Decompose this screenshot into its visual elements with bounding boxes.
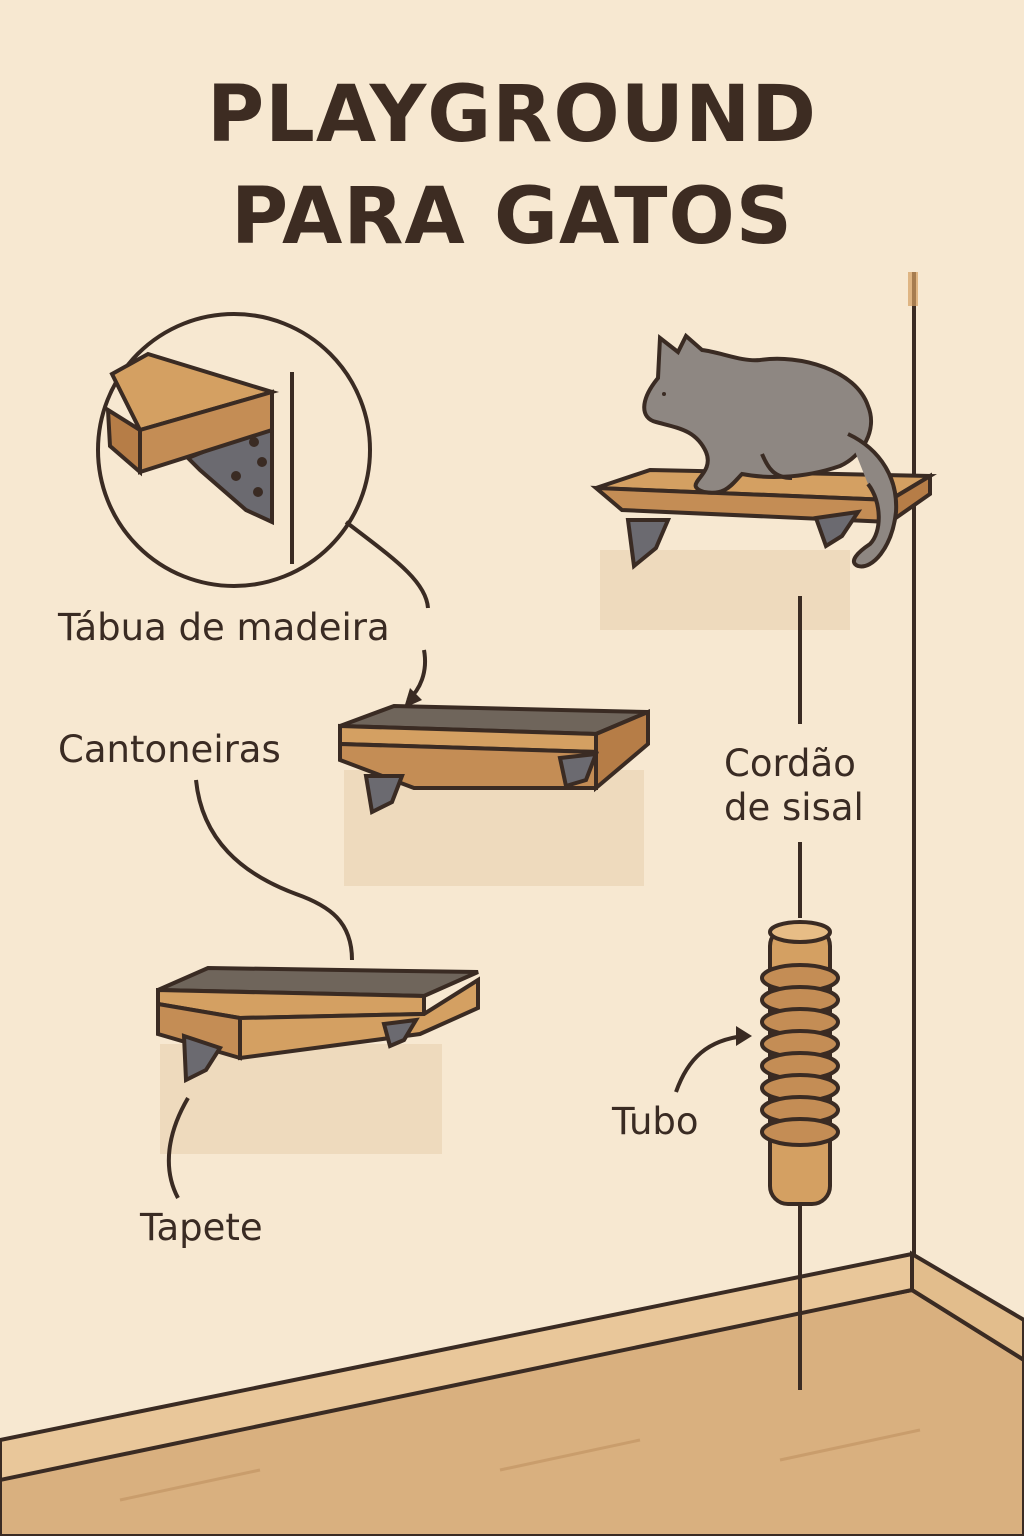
baseboard bbox=[0, 1250, 1024, 1483]
label-cordao: Cordão de sisal bbox=[724, 742, 864, 829]
sisal-tube bbox=[760, 920, 840, 1206]
connector-tapete bbox=[166, 1096, 190, 1199]
arrow-tubo bbox=[674, 1034, 745, 1093]
label-cordao-line-2: de sisal bbox=[724, 785, 864, 829]
label-cordao-line-1: Cordão bbox=[724, 742, 856, 785]
arrow-head-tubo bbox=[736, 1026, 752, 1046]
detail-circle bbox=[96, 312, 372, 588]
middle-shelf bbox=[338, 703, 650, 886]
page-title-line-2: PARA GATOS bbox=[231, 172, 793, 262]
arrow-head-tabua bbox=[404, 688, 422, 708]
top-shelf bbox=[590, 467, 937, 630]
wall-corner-mark bbox=[908, 272, 918, 306]
connector-cantoneiras bbox=[194, 779, 354, 961]
label-tabua: Tábua de madeira bbox=[58, 606, 390, 649]
connector-circle-to-label bbox=[344, 520, 430, 609]
label-cantoneiras: Cantoneiras bbox=[58, 728, 281, 771]
label-tapete: Tapete bbox=[140, 1206, 263, 1249]
label-tubo: Tubo bbox=[612, 1100, 699, 1143]
lower-shelf bbox=[156, 965, 480, 1154]
cat-illustration bbox=[642, 332, 899, 569]
page-title-line-1: PLAYGROUND bbox=[206, 70, 817, 160]
